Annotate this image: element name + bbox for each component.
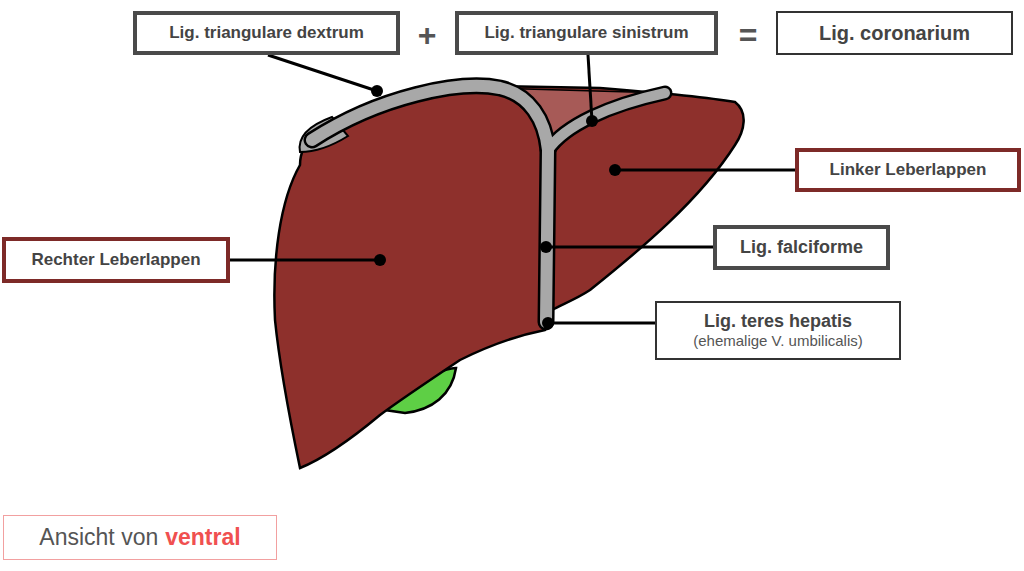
leader-dot	[540, 241, 552, 253]
lobe-label-box: Linker Leberlappen	[795, 148, 1021, 192]
box-text: Linker Leberlappen	[830, 159, 987, 180]
result-label-box: Lig. coronarium	[776, 11, 1013, 55]
box-subtext: ventral	[165, 523, 240, 552]
coronary-band	[312, 86, 548, 150]
ligament-label-box: Lig. triangulare dextrum	[133, 11, 400, 55]
leader-line	[548, 322, 655, 325]
leader-line	[546, 246, 713, 249]
leader-dot	[542, 317, 554, 329]
leader-dot	[371, 85, 383, 97]
box-text: Lig. falciforme	[740, 236, 863, 259]
box-text: Lig. coronarium	[819, 21, 970, 46]
band-outline	[312, 86, 548, 150]
box-text: Lig. triangulare dextrum	[169, 22, 364, 43]
coronary-band	[548, 93, 665, 150]
box-text: Lig. triangulare sinistrum	[484, 22, 688, 43]
leader-dot	[586, 115, 598, 127]
band-outline	[548, 93, 665, 150]
leader-line	[588, 55, 592, 121]
box-text: Ansicht von	[39, 523, 158, 552]
leader-line	[230, 259, 380, 262]
ligament-label-box: Lig. falciforme	[713, 225, 890, 270]
view-label-box: Ansicht vonventral	[3, 515, 277, 560]
box-text: Rechter Leberlappen	[31, 249, 200, 270]
leader-dot	[374, 254, 386, 266]
ligament-label-box: Lig. triangulare sinistrum	[455, 11, 718, 55]
band-outline	[546, 150, 548, 322]
leader-dot	[609, 164, 621, 176]
box-subtext: (ehemalige V. umbilicalis)	[693, 332, 863, 351]
ligament-label-box: Lig. teres hepatis(ehemalige V. umbilica…	[655, 301, 901, 360]
liver-outline	[274, 86, 743, 468]
leader-line	[268, 55, 377, 91]
operator-symbol: =	[739, 17, 758, 54]
operator-symbol: +	[418, 17, 437, 54]
leader-dots	[371, 85, 621, 329]
falciform-band	[546, 150, 548, 322]
ligament-bands	[312, 86, 665, 322]
leader-line	[615, 169, 795, 172]
leader-lines	[230, 55, 795, 323]
lobe-label-box: Rechter Leberlappen	[2, 237, 230, 283]
box-text: Lig. teres hepatis	[704, 310, 852, 333]
